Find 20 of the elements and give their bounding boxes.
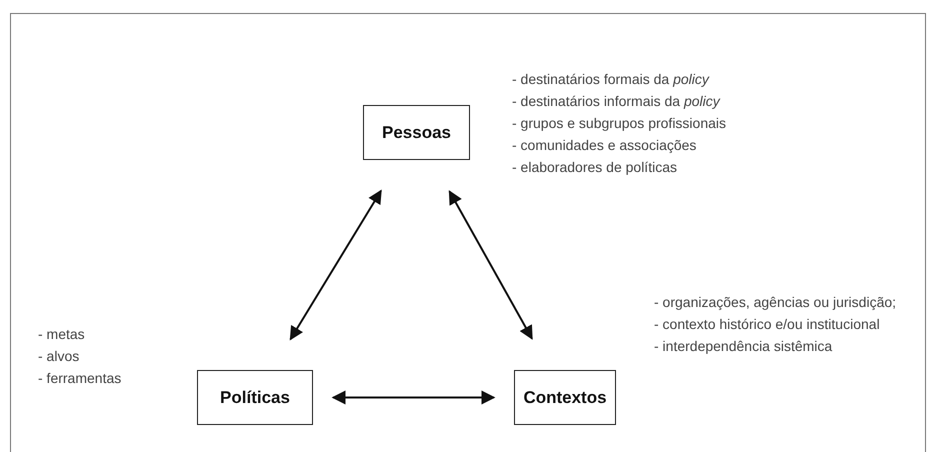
list-item: - interdependência sistêmica: [654, 337, 834, 356]
box-title: Políticas: [220, 386, 290, 409]
double-arrow: [332, 390, 496, 404]
list-item: - contexto histórico e/ou institucional: [654, 315, 881, 334]
box-title: Contextos: [523, 386, 607, 409]
concept-box: [363, 105, 470, 160]
list-item: - organizações, agências ou jurisdição;: [654, 293, 898, 312]
concept-box: [197, 370, 313, 425]
double-arrow: [448, 190, 533, 340]
list-item: - ferramentas: [38, 369, 122, 388]
list-item: - comunidades e associações: [512, 136, 698, 155]
list-item: - elaboradores de políticas: [512, 158, 678, 177]
box-title: Pessoas: [382, 122, 451, 144]
concept-box: [514, 370, 616, 425]
double-arrow: [290, 190, 382, 340]
list-item: - grupos e subgrupos profissionais: [512, 114, 728, 133]
list-item: - alvos: [38, 347, 80, 366]
list-item: - destinatários informais da policy: [512, 92, 722, 111]
list-item: - destinatários formais da policy: [512, 70, 710, 89]
list-item: - metas: [38, 325, 86, 344]
